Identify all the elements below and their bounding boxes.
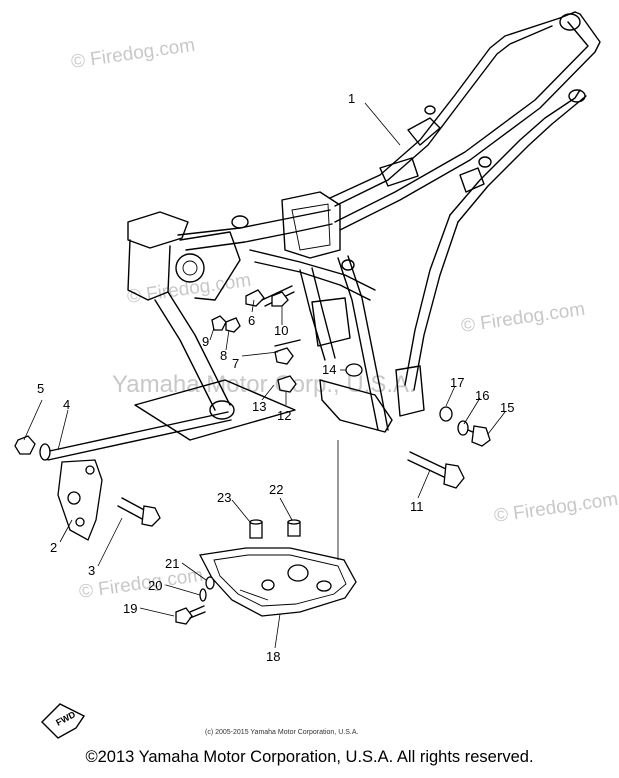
callout-4: 4 <box>63 397 70 412</box>
watermark-firedog: © Firedog.com <box>493 489 619 527</box>
bolt-3 <box>117 497 161 527</box>
small-copyright: (c) 2005-2015 Yamaha Motor Corporation, … <box>205 729 358 736</box>
watermark-firedog: © Firedog.com <box>460 299 587 337</box>
front-through-bolt <box>44 411 232 461</box>
watermark-firedog: © Firedog.com <box>70 35 197 73</box>
callout-13: 13 <box>252 399 266 414</box>
watermark-firedog: © Firedog.com <box>78 565 205 603</box>
nut-5 <box>14 435 36 455</box>
front-engine-bracket <box>57 459 103 541</box>
leader-lines <box>23 102 506 649</box>
nut-17 <box>439 406 453 422</box>
callout-12: 12 <box>277 408 291 423</box>
bolt-15 <box>467 425 491 447</box>
callout-2: 2 <box>50 540 57 555</box>
watermark-yamaha: Yamaha Motor Corp., U.S.A. <box>112 371 416 398</box>
fwd-arrow-icon: FWD <box>41 703 86 739</box>
washer-20 <box>199 588 207 602</box>
pivot-bolt-11 <box>407 451 465 489</box>
callout-23: 23 <box>217 490 231 505</box>
callout-3: 3 <box>88 563 95 578</box>
lower-mount-nut-12 <box>277 375 297 393</box>
callout-5: 5 <box>37 381 44 396</box>
callout-11: 11 <box>410 499 424 514</box>
callout-labels: 1 2 3 4 5 6 7 8 9 10 11 12 13 14 15 16 1… <box>37 91 514 664</box>
callout-22: 22 <box>269 482 283 497</box>
callout-19: 19 <box>123 601 137 616</box>
collar-21 <box>205 576 215 590</box>
mount-collar-14 <box>345 363 363 377</box>
rubber-pad-22 <box>287 519 301 537</box>
washer-16 <box>457 420 469 436</box>
skid-plate <box>199 547 357 617</box>
callout-20: 20 <box>148 578 162 593</box>
engine-outline-panel <box>134 379 296 441</box>
watermark-firedog: © Firedog.com <box>126 270 253 308</box>
callout-10: 10 <box>274 323 288 338</box>
bolt-19 <box>175 605 206 625</box>
callout-6: 6 <box>248 313 255 328</box>
callout-1: 1 <box>348 91 355 106</box>
callout-18: 18 <box>266 649 280 664</box>
callout-15: 15 <box>500 400 514 415</box>
callout-16: 16 <box>475 388 489 403</box>
callout-8: 8 <box>220 348 227 363</box>
callout-7: 7 <box>232 356 239 371</box>
rubber-pad-23 <box>249 519 263 539</box>
main-frame <box>127 11 601 433</box>
footer-copyright: ©2013 Yamaha Motor Corporation, U.S.A. A… <box>85 748 534 766</box>
callout-14: 14 <box>322 362 336 377</box>
callout-9: 9 <box>202 334 209 349</box>
washer-4 <box>39 443 51 461</box>
callout-21: 21 <box>165 556 179 571</box>
callout-17: 17 <box>450 375 464 390</box>
